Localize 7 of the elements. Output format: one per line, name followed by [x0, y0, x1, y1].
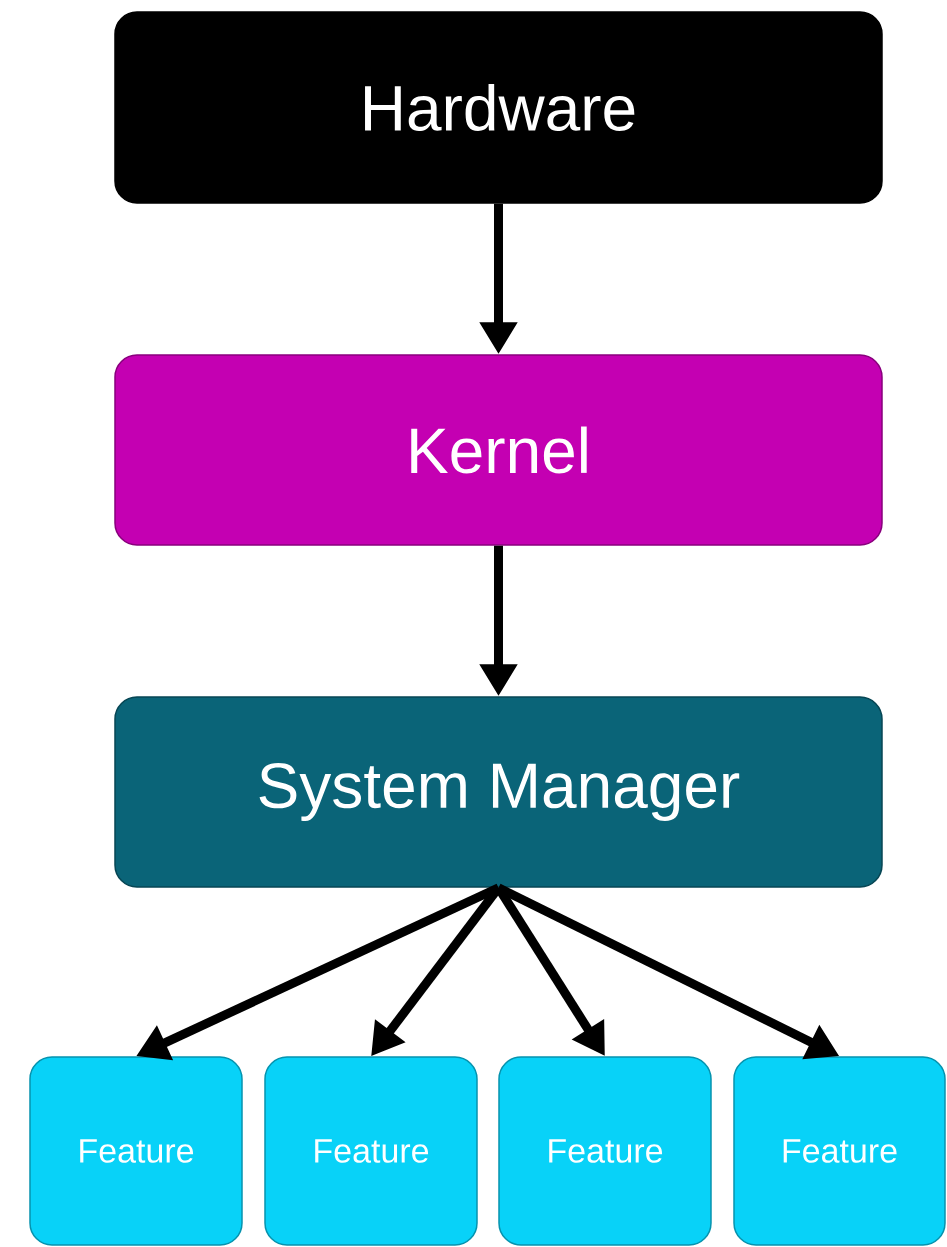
layer-box: Hardware	[114, 11, 883, 204]
layer-box: Kernel	[114, 354, 883, 546]
feature-box: Feature	[264, 1056, 478, 1246]
layer-box: System Manager	[114, 696, 883, 888]
feature-box: Feature	[498, 1056, 712, 1246]
feature-box: Feature	[733, 1056, 946, 1246]
feature-box: Feature	[29, 1056, 243, 1246]
